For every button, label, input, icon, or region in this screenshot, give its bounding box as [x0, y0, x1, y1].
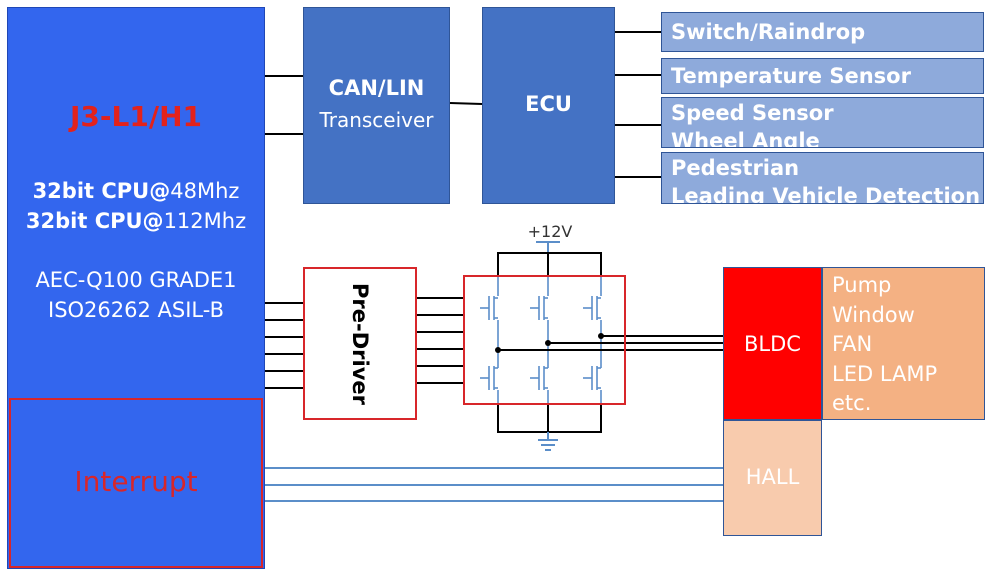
sensor-box-pedestrian: Pedestrian Leading Vehicle Detection: [661, 152, 984, 204]
can-lin-subtitle: Transceiver: [319, 108, 434, 132]
loads-block: [822, 267, 985, 420]
supply-voltage-label: +12V: [527, 222, 573, 241]
ecu-block: [482, 7, 615, 204]
mcu-cert-iso: ISO26262 ASIL-B: [48, 298, 224, 322]
bldc-motor-block: [723, 267, 822, 420]
mcu-block: [7, 7, 265, 569]
mcu-title: J3-L1/H1: [70, 100, 202, 133]
interrupt-label: Interrupt: [74, 465, 198, 498]
loads-list: Pump Window FAN LED LAMP etc.: [832, 271, 982, 419]
bldc-label: BLDC: [744, 332, 801, 356]
pre-driver-block: [303, 267, 417, 420]
sensor-line: Leading Vehicle Detection: [671, 184, 981, 204]
sensor-line: Wheel Angle: [671, 129, 820, 148]
sensor-box-switch-raindrop: Switch/Raindrop: [661, 12, 984, 52]
mcu-cert-aec: AEC-Q100 GRADE1: [35, 268, 237, 292]
load-item: Pump: [832, 273, 892, 297]
sensor-line: Pedestrian: [671, 156, 800, 180]
hall-sensor-block: [723, 420, 822, 536]
pre-driver-label: Pre-Driver: [348, 282, 373, 405]
sensor-line: Switch/Raindrop: [671, 20, 866, 44]
load-item: LED LAMP: [832, 361, 938, 386]
load-item: FAN: [832, 332, 873, 356]
sensor-box-speed-wheel: Speed Sensor Wheel Angle: [661, 97, 984, 148]
mosfet-bridge: [463, 275, 626, 405]
pre-driver-label-wrap: Pre-Driver: [303, 267, 417, 420]
can-lin-transceiver-block: [303, 7, 450, 204]
sensor-box-temperature: Temperature Sensor: [661, 58, 984, 94]
interrupt-block: [9, 398, 263, 568]
mcu-cpu-spec-1: 32bit CPU@48Mhz: [32, 179, 240, 203]
can-lin-title: CAN/LIN: [328, 76, 425, 100]
hall-label: HALL: [745, 465, 800, 489]
sensor-line: Speed Sensor: [671, 101, 834, 125]
ecu-label: ECU: [525, 92, 572, 116]
load-item: Window: [832, 302, 915, 327]
mcu-cpu-spec-2: 32bit CPU@112Mhz: [25, 209, 247, 233]
load-item: etc.: [832, 391, 872, 415]
sensor-line: Temperature Sensor: [671, 64, 911, 88]
